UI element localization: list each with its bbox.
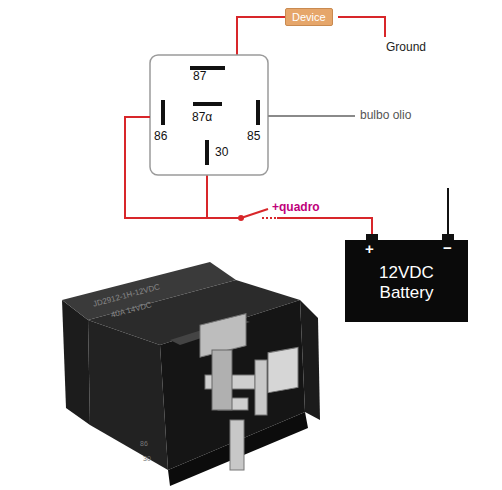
pin-bar bbox=[193, 102, 222, 106]
pin-bar bbox=[161, 100, 165, 125]
sensor-wire bbox=[268, 115, 355, 117]
pin-number: 30 bbox=[143, 455, 151, 462]
node-text: 12VDC Battery bbox=[367, 263, 447, 302]
switch-lever bbox=[241, 209, 268, 218]
wire-86 bbox=[125, 117, 207, 218]
wire bbox=[207, 175, 372, 240]
ground-wire bbox=[338, 17, 385, 37]
switch-label: +quadro bbox=[272, 200, 320, 214]
pin-number: 87α bbox=[192, 110, 212, 124]
terminal-sign: − bbox=[443, 239, 452, 256]
pin-number: 30 bbox=[215, 145, 228, 159]
pin-bar bbox=[205, 140, 209, 165]
relay-box: 87 87α 86 85 30 bbox=[150, 55, 268, 175]
switch-dotted bbox=[262, 217, 277, 219]
pin-bar bbox=[256, 100, 260, 125]
negative-wire bbox=[447, 188, 449, 236]
pin-number: 87 bbox=[193, 69, 206, 83]
pin-number: 86 bbox=[140, 440, 148, 447]
terminal-sign: + bbox=[365, 240, 374, 257]
pin-number: 86 bbox=[154, 129, 167, 143]
pin-number: 85 bbox=[247, 129, 260, 143]
relay-outline bbox=[150, 55, 268, 175]
ground-label: Ground bbox=[386, 40, 426, 54]
switch-gap bbox=[243, 212, 277, 224]
relay-photo bbox=[62, 262, 320, 486]
device-box: Device bbox=[285, 8, 333, 26]
node-text: Device bbox=[292, 11, 326, 23]
sensor-label: bulbo olio bbox=[360, 108, 411, 122]
wire bbox=[237, 17, 285, 55]
